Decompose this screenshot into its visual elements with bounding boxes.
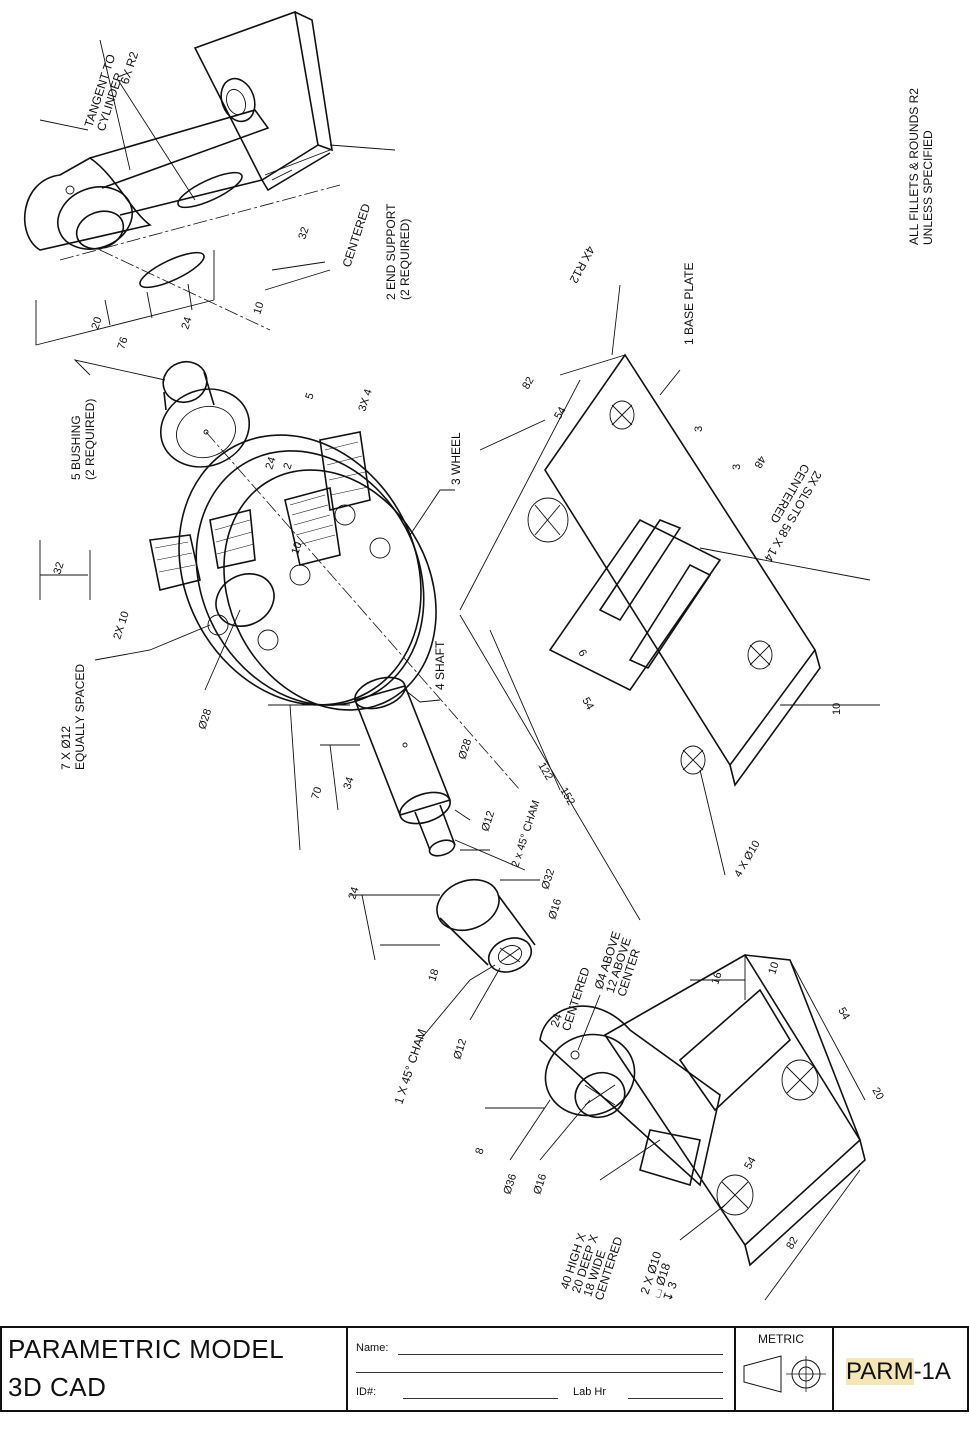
student-fields: Name: ID#: Lab Hr	[346, 1326, 736, 1412]
dim-bushing-d12: Ø12	[451, 1037, 469, 1060]
dim-es2-16: 16	[709, 971, 724, 986]
bushing-top	[159, 360, 251, 468]
bushing-lower	[436, 878, 536, 973]
drawing-code: PARM-1A	[832, 1326, 969, 1412]
cham-shaft: 2 x 45° CHAM	[509, 799, 542, 869]
pocket-note: 40 HIGH X 20 DEEP X 18 WIDE CENTERED	[558, 1224, 626, 1303]
general-note: ALL FILLETS & ROUNDS R2 UNLESS SPECIFIED	[907, 85, 935, 245]
dim-10: 10	[251, 301, 266, 316]
dim-wheel-5: 5	[303, 391, 316, 401]
lab-hr-label: Lab Hr	[573, 1386, 607, 1398]
dim-wheel-3x4: 3X 4	[356, 388, 374, 413]
end-support-label: 2 END SUPPORT (2 REQUIRED)	[384, 200, 412, 300]
end-support-top	[23, 10, 341, 346]
base-plate	[527, 353, 821, 787]
metric-projection-box: METRIC	[734, 1326, 834, 1412]
holes-note: 7 X Ø12 EQUALLY SPACED	[59, 664, 87, 770]
dim-shaft-d32: Ø32	[539, 867, 557, 890]
dim-plate-3b: 3	[731, 464, 743, 470]
centered-note: CENTERED	[340, 202, 374, 269]
dim-76: 76	[115, 336, 130, 351]
lab-hr-field[interactable]	[628, 1398, 723, 1399]
dim-bushing-18: 18	[426, 968, 441, 983]
dim-20: 20	[89, 316, 104, 331]
name-field-extra-line	[356, 1372, 723, 1373]
exploded-assembly-drawing: TANGENT TO CYLINDER 6X R2 76 20 24 10 32…	[23, 10, 935, 1304]
drawing-code-text: PARM-1A	[846, 1358, 951, 1386]
third-angle-projection-icon	[743, 1355, 826, 1393]
dim-2x10: 2X 10	[111, 610, 131, 641]
id-field[interactable]	[403, 1398, 558, 1399]
dim-plate-3a: 3	[693, 426, 705, 432]
title-block: PARAMETRIC MODEL 3D CAD Name: ID#: Lab H…	[0, 1326, 969, 1430]
dim-plate-54: 54	[552, 405, 569, 422]
name-label: Name:	[356, 1342, 389, 1354]
dim-es2-d16: Ø16	[531, 1172, 549, 1195]
four-d10-note: 4 X Ø10	[732, 839, 763, 880]
dim-es2-54: 54	[835, 1006, 852, 1023]
code-suffix: -1A	[913, 1358, 951, 1385]
dim-plate-82: 82	[520, 375, 537, 392]
wheel	[149, 431, 437, 711]
metric-label: METRIC	[758, 1332, 804, 1346]
end-support-lower	[539, 953, 866, 1267]
dim-bushing-d16: Ø16	[546, 897, 564, 920]
cham-bushing: 1 X 45° CHAM	[392, 1027, 429, 1106]
four-r12-note: 4X R12	[566, 244, 597, 286]
code-prefix: PARM	[846, 1358, 914, 1385]
dim-wheel-10: 10	[289, 541, 304, 556]
drawing-title: PARAMETRIC MODEL 3D CAD	[0, 1326, 348, 1412]
dim-plate-6: 6	[575, 648, 588, 659]
dim-shaft-70: 70	[309, 786, 324, 801]
bushing-label: 5 BUSHING (2 REQUIRED)	[69, 399, 97, 480]
id-label: ID#:	[356, 1386, 377, 1398]
dim-plate-48: 48	[751, 454, 768, 471]
title-line-1: PARAMETRIC MODEL	[8, 1334, 285, 1364]
dim-wheel-32: 32	[51, 561, 66, 576]
cbore-note: 2 X Ø10 ⌴ Ø18 ↧ 3	[638, 1247, 689, 1304]
dim-shaft-34: 34	[341, 776, 356, 791]
dim-plate-10: 10	[831, 703, 843, 715]
slots-note: 2X SLOTS 58 X 14 CENTERED	[748, 462, 825, 567]
dim-32: 32	[296, 226, 311, 241]
name-field[interactable]	[398, 1354, 723, 1355]
six-r2-note: 6X R2	[118, 50, 142, 86]
dim-plate-152: 152	[557, 786, 577, 808]
shaft-label: 4 SHAFT	[433, 640, 447, 690]
dim-wheel-2: 2	[281, 461, 294, 471]
dim-es2-82: 82	[784, 1235, 801, 1252]
wheel-label: 3 WHEEL	[449, 432, 463, 485]
dim-plate-122: 122	[535, 761, 555, 783]
d28-wheel: Ø28	[196, 707, 214, 730]
dim-es2-d36: Ø36	[501, 1172, 519, 1195]
dim-bushing-24: 24	[346, 886, 361, 901]
dim-es2-8: 8	[473, 1146, 486, 1156]
dim-plate-54b: 54	[579, 696, 596, 713]
d24-centered-note: 24 CENTERED	[548, 962, 593, 1033]
dim-24: 24	[179, 316, 194, 331]
d4-above-note: Ø4 ABOVE 12 ABOVE CENTER	[592, 926, 648, 998]
shaft	[353, 676, 456, 857]
dim-shaft-d12: Ø12	[479, 809, 497, 832]
dim-es2-20: 20	[869, 1086, 886, 1103]
dim-shaft-d28: Ø28	[456, 737, 474, 760]
dim-wheel-24: 24	[263, 456, 278, 471]
base-plate-label: 1 BASE PLATE	[682, 263, 696, 345]
dim-es2-10: 10	[766, 961, 781, 976]
title-line-2: 3D CAD	[8, 1372, 107, 1402]
dim-es2-54b: 54	[742, 1155, 759, 1172]
